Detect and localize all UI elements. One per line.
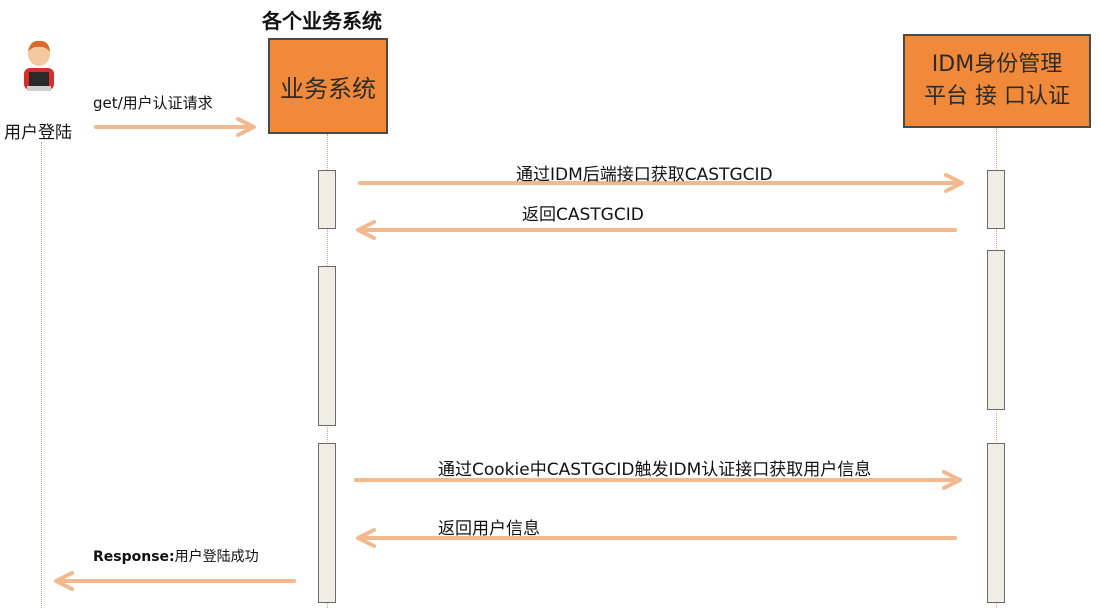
arrow-m3 [356,220,957,240]
business-system-activation-2 [318,266,336,426]
user-label: 用户登陆 [4,123,72,143]
message-label-m1: get/用户认证请求 [93,94,213,112]
message-label-m3: 返回CASTGCID [522,205,644,225]
message-label-m4: 通过Cookie中CASTGCID触发IDM认证接口获取用户信息 [438,460,872,480]
group-title: 各个业务系统 [262,9,382,33]
business-system-box: 业务系统 [268,38,388,134]
idm-activation-3 [987,443,1005,603]
message-label-m5: 返回用户信息 [438,519,540,539]
user-avatar-icon [18,38,60,94]
idm-activation-2 [987,250,1005,410]
business-system-activation-3 [318,443,336,603]
idm-activation-1 [987,170,1005,229]
message-label-m2: 通过IDM后端接口获取CASTGCID [516,165,773,185]
response-text: 用户登陆成功 [174,549,259,565]
arrow-m2 [358,173,964,193]
user-lifeline [41,142,42,608]
message-label-m6: Response:用户登陆成功 [93,546,259,566]
arrow-m4 [354,470,962,490]
business-system-activation-1 [318,170,336,229]
idm-platform-box: IDM身份管理 平台 接 口认证 [903,34,1091,128]
arrow-m5 [356,528,957,548]
arrow-m1 [94,117,256,137]
response-prefix: Response: [93,549,175,565]
arrow-m6 [54,571,296,591]
